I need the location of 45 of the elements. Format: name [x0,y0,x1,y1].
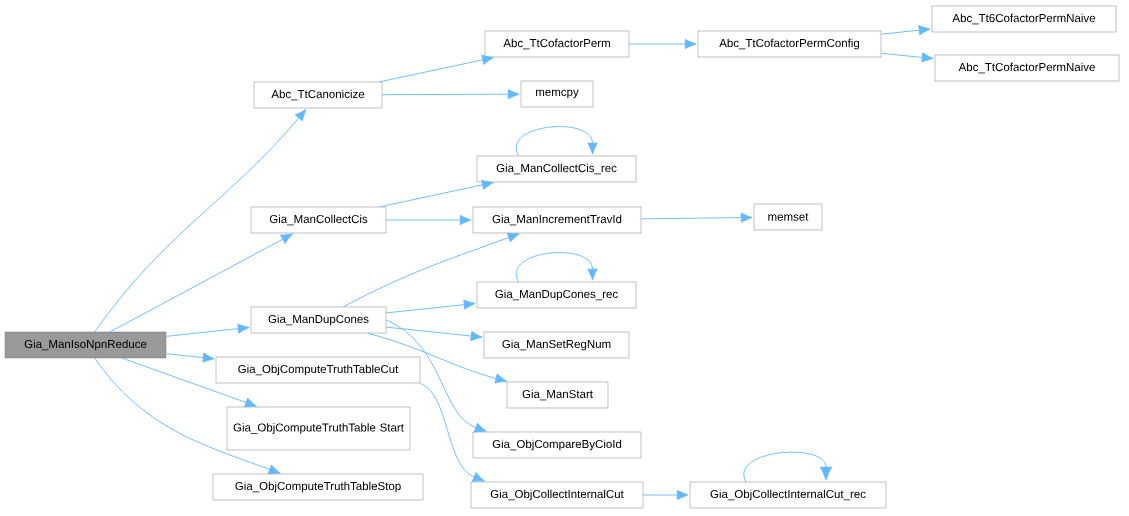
arrow [165,352,215,363]
function-box: Gia_ObjComputeTruthTable Start [226,406,411,451]
arrow [880,25,931,36]
arrow [379,54,494,83]
function-box: Abc_TtCofactorPermNaive [934,54,1120,82]
arrow [385,214,472,226]
function-box: Gia_ObjComputeTruthTableStop [212,473,424,501]
arrow [385,326,483,342]
function-box: Gia_ManSetRegNum [483,331,630,359]
function-box: memset [753,203,823,231]
function-box: Abc_Tt6CofactorPermNaive [931,5,1117,33]
function-box: Gia_ManIncrementTravId [472,206,642,234]
arrow [121,357,257,408]
arrow [515,252,598,283]
function-box: Gia_ManDupCones [250,306,387,334]
arrow [640,212,753,223]
function-box: Gia_ManIsoNpnReduce [4,331,167,359]
function-box: Gia_ManStart [506,381,609,409]
function-box: Gia_ManDupCones_rec [476,281,637,309]
function-box: Abc_TtCanonicize [253,81,383,109]
function-box: Gia_ManCollectCis_rec [476,155,637,183]
function-box: Gia_ObjComputeTruthTableCut [215,356,421,384]
function-box: Abc_TtCofactorPerm [484,30,630,58]
arrow [379,179,494,208]
function-box: Gia_ObjCollectInternalCut_rec [689,481,887,509]
arrow [385,299,476,314]
arrow [367,332,508,384]
arrow [880,52,934,63]
arrow [109,233,293,333]
arrow [419,382,485,482]
arrow [515,126,598,157]
arrow [642,489,689,501]
arrow [385,319,487,433]
arrow [94,357,281,475]
arrow [743,451,833,483]
function-box: Abc_TtCofactorPermConfig [697,30,882,58]
function-box: memcpy [520,80,594,108]
arrow [381,89,520,100]
arrow [628,38,697,50]
arrow [165,323,250,337]
arrow [94,109,307,333]
function-box: Gia_ObjCompareByCioId [472,431,642,459]
function-box: Gia_ManCollectCis [250,206,387,234]
arrow [342,232,520,308]
function-box: Gia_ObjCollectInternalCut [470,481,644,509]
